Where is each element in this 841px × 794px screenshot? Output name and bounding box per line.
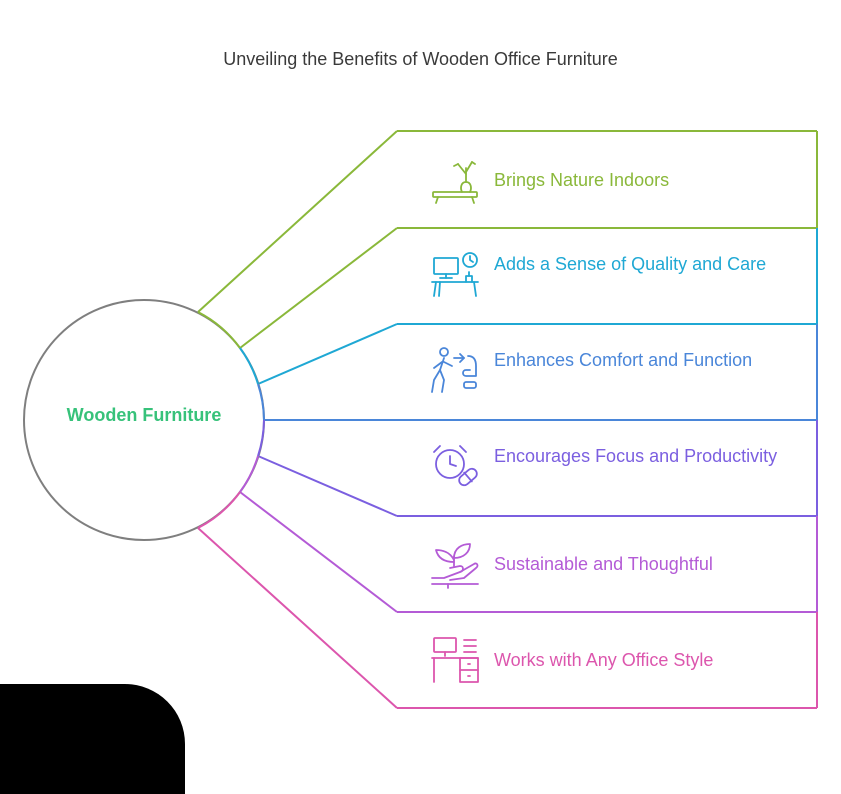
desk-with-clock-icon bbox=[431, 252, 479, 297]
diagram-title: Unveiling the Benefits of Wooden Office … bbox=[223, 49, 618, 69]
connector-line-3 bbox=[257, 323, 398, 385]
hand-holding-sprout-icon bbox=[431, 543, 479, 589]
item-label-nature: Brings Nature Indoors bbox=[494, 170, 670, 190]
item-label-office-style: Works with Any Office Style bbox=[494, 650, 714, 670]
center-label: Wooden Furniture bbox=[66, 405, 222, 425]
connector-line-6 bbox=[239, 491, 398, 613]
connector-line-1 bbox=[197, 130, 398, 313]
center-circle-arc-5 bbox=[239, 455, 259, 493]
center-circle-arc-2 bbox=[239, 347, 259, 385]
item-label-sustainable: Sustainable and Thoughtful bbox=[494, 554, 713, 574]
office-desk-icon bbox=[431, 637, 479, 683]
connector-line-7 bbox=[197, 527, 398, 709]
plant-on-shelf-icon bbox=[432, 161, 478, 204]
center-circle-arc-1 bbox=[197, 311, 241, 349]
person-to-chair-icon bbox=[431, 347, 477, 393]
diagram-canvas bbox=[23, 130, 818, 709]
item-label-quality: Adds a Sense of Quality and Care bbox=[494, 254, 767, 274]
alarm-clock-pill-icon bbox=[433, 445, 478, 487]
redaction-shape bbox=[0, 684, 185, 794]
center-circle-arc-4 bbox=[257, 419, 265, 457]
connector-line-5 bbox=[257, 455, 398, 517]
item-label-comfort: Enhances Comfort and Function bbox=[494, 350, 753, 370]
center-circle-arc-6 bbox=[197, 491, 241, 529]
connector-line-2 bbox=[239, 227, 398, 349]
item-label-focus: Encourages Focus and Productivity bbox=[494, 446, 778, 466]
center-circle-arc-3 bbox=[257, 383, 265, 421]
